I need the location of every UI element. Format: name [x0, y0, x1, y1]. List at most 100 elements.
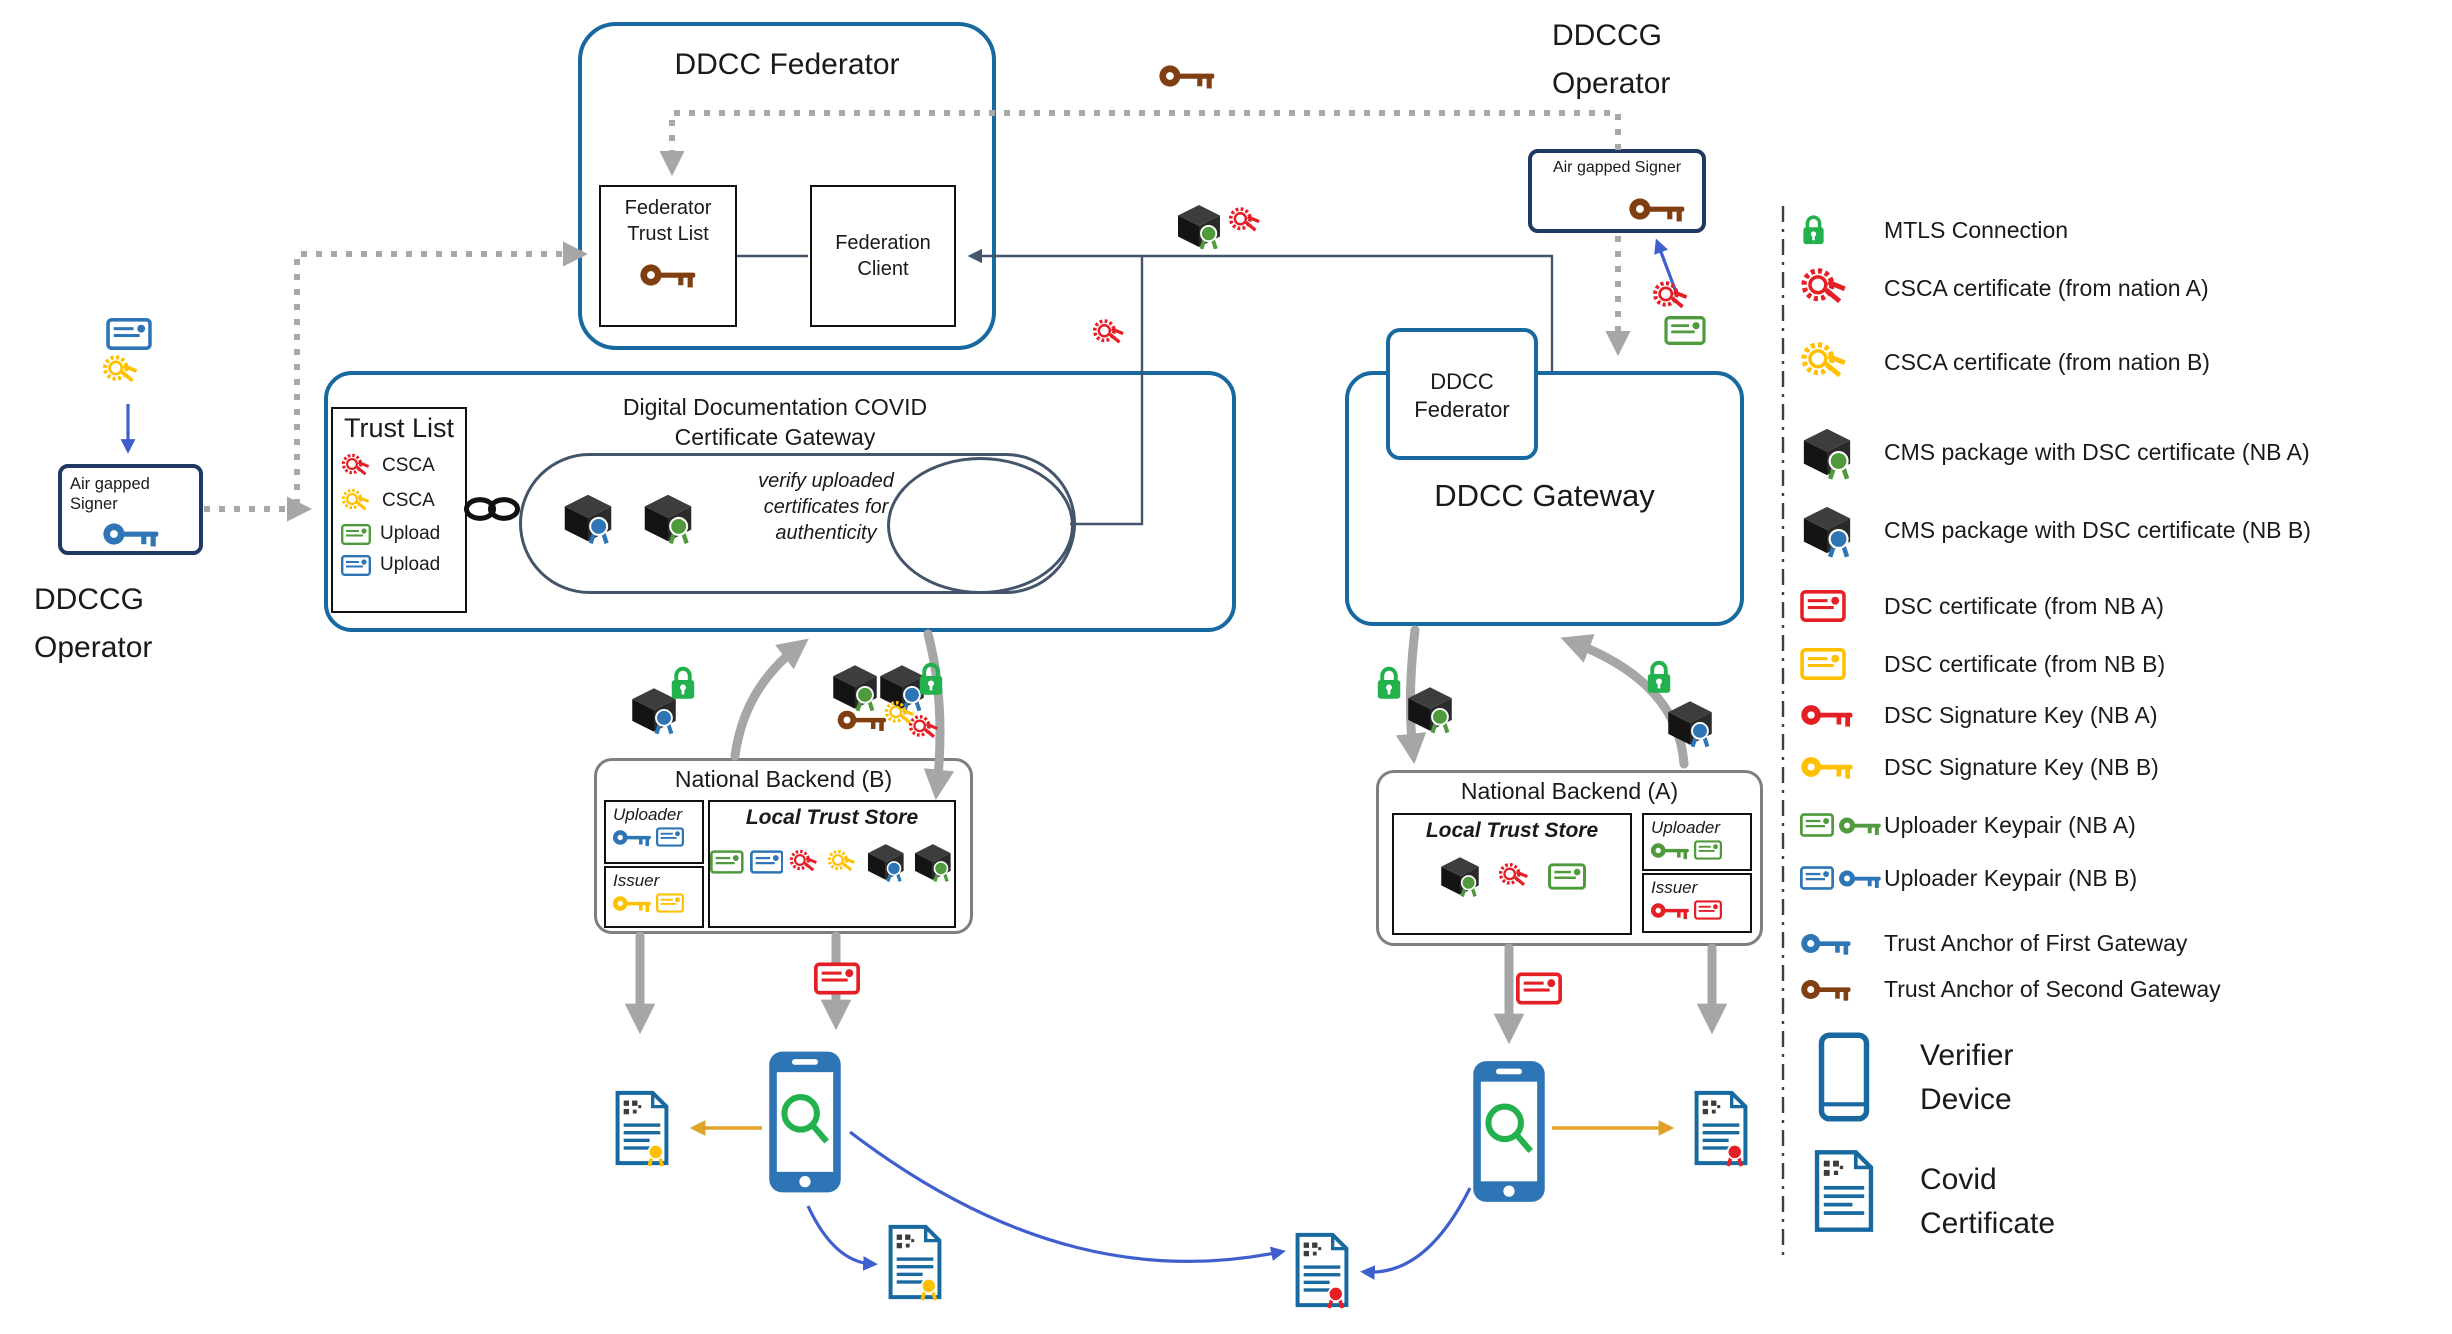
covid-certificate-icon [1812, 1148, 1876, 1234]
nba-local-trust-store-box: Local Trust Store [1392, 813, 1632, 935]
arrow-phoneb-to-docb [806, 1205, 878, 1271]
mtls-lock-icon [1800, 213, 1884, 247]
csca-certificate-b-icon [341, 488, 373, 514]
national-backend-b-title: National Backend (B) [674, 766, 893, 792]
cms-package-a-icon [1404, 680, 1456, 738]
uploader-keypair-a-icon [1800, 813, 1884, 837]
cms-package-b-icon [1800, 499, 1884, 561]
dsc-signature-key-b-icon [1800, 754, 1884, 780]
legend-item-csca-a: CSCA certificate (from nation A) [1800, 266, 2452, 310]
gateway-title: Digital Documentation COVID Certificate … [622, 394, 928, 450]
trust-anchor-second-icon [836, 708, 888, 732]
csca-certificate-b-icon [102, 354, 142, 387]
verify-note: verify uploaded certificates for authent… [758, 470, 894, 544]
nba-uploader-box: Uploader [1642, 813, 1752, 871]
operator-top-right-name: DDCCG Operator [1552, 19, 1671, 100]
csca-certificate-b-icon [1800, 341, 1884, 383]
upload-certificate-b-icon [341, 555, 371, 576]
covid-certificate-b-icon [886, 1220, 944, 1304]
csca-certificate-a-icon [1092, 318, 1128, 348]
trust-anchor-second-icon [601, 261, 735, 289]
legend-item-trust-anchor-second: Trust Anchor of Second Gateway [1800, 967, 2452, 1011]
uploader-keypair-b-icon [606, 827, 702, 847]
covid-certificate-a-icon [1692, 1086, 1750, 1170]
csca-certificate-a-icon [1228, 206, 1264, 236]
csca-certificate-a-icon [1498, 862, 1532, 890]
legend-item-uploader-keypair-b: Uploader Keypair (NB B) [1800, 856, 2452, 900]
cms-package-a-icon [640, 487, 696, 549]
upload-certificate-a-icon [710, 850, 744, 874]
trust-anchor-first-icon [102, 520, 160, 548]
legend-item-trust-anchor-first: Trust Anchor of First Gateway [1800, 921, 2452, 965]
federation-client-box: Federation Client [810, 185, 956, 327]
csca-certificate-a-icon [789, 849, 821, 875]
ddcc-gateway-title: DDCC Gateway [1434, 478, 1655, 513]
federator-trust-list-box: Federator Trust List [599, 185, 737, 327]
trust-list-row: Upload [333, 554, 465, 576]
covid-certificate-b-icon [613, 1086, 671, 1170]
air-gapped-signer-right: Air gapped Signer [1528, 149, 1706, 233]
upload-certificate-a-icon [1548, 863, 1586, 890]
ddcc-federator-small-box: DDCC Federator [1386, 328, 1538, 460]
mtls-lock-icon [1374, 664, 1404, 702]
nbb-trust-store-icons [710, 838, 954, 886]
csca-certificate-a-icon [908, 714, 942, 742]
dsc-certificate-b-icon [1800, 648, 1884, 680]
verify-circle [887, 457, 1074, 594]
uploader-certificate-b-icon [106, 318, 152, 350]
trust-list-row: Upload [333, 523, 465, 545]
legend-item-csca-b: CSCA certificate (from nation B) [1800, 340, 2452, 384]
nbb-issuer-label: Issuer [613, 871, 660, 890]
nba-uploader-label: Uploader [1651, 818, 1720, 837]
csca-certificate-a-icon [1800, 267, 1884, 309]
cms-package-a-icon [1438, 851, 1482, 898]
federation-client-label: Federation Client [835, 232, 931, 280]
national-backend-a-title: National Backend (A) [1460, 778, 1679, 804]
nbb-local-trust-store-box: Local Trust Store [708, 800, 956, 928]
cms-package-b-icon [865, 838, 907, 883]
ddcc-federator-small-label: DDCC Federator [1414, 369, 1510, 422]
trust-anchor-second-icon [1800, 977, 1884, 1002]
federator-trust-list-label: Federator Trust List [624, 197, 712, 245]
trust-list-row: CSCA [333, 488, 465, 514]
csca-certificate-a-icon [341, 453, 373, 479]
legend-item-dsc-key-b: DSC Signature Key (NB B) [1800, 745, 2452, 789]
trust-anchor-second-icon [1628, 195, 1686, 223]
ddcc-federator-title: DDCC Federator [674, 48, 900, 81]
nba-issuer-box: Issuer [1642, 873, 1752, 933]
nba-issuer-label: Issuer [1651, 878, 1698, 897]
legend-item-dsc-cert-a: DSC certificate (from NB A) [1800, 584, 2452, 628]
covid-certificate-a-icon [1293, 1228, 1351, 1312]
trust-list-row: CSCA [333, 453, 465, 479]
trust-anchor-second-icon [1158, 62, 1216, 90]
operator-left-name: DDCCG Operator [34, 583, 153, 664]
chain-link-icon [462, 494, 522, 524]
nba-trust-store-label: Local Trust Store [1425, 819, 1599, 842]
upload-certificate-a-icon [341, 524, 371, 545]
dsc-certificate-a-icon [1800, 590, 1884, 622]
legend-item-uploader-keypair-a: Uploader Keypair (NB A) [1800, 803, 2452, 847]
nbb-uploader-box: Uploader [604, 800, 704, 864]
legend-item-cms-a: CMS package with DSC certificate (NB A) [1800, 430, 2452, 481]
gateway-trust-list-box: Trust List CSCA CSCA Upload Upload [331, 407, 467, 613]
dsc-keypair-b-icon [606, 893, 702, 913]
nbb-uploader-label: Uploader [613, 805, 682, 824]
gateway-trust-list-title: Trust List [343, 413, 455, 443]
cms-package-a-icon [1800, 421, 1884, 483]
legend-item-dsc-cert-b: DSC certificate (from NB B) [1800, 642, 2452, 686]
uploader-keypair-a-icon [1644, 840, 1750, 860]
verifier-device-icon [1470, 1051, 1548, 1212]
upload-certificate-b-icon [750, 850, 784, 874]
cms-package-a-icon [1174, 198, 1224, 254]
verifier-device-icon [1818, 1032, 1870, 1122]
air-gapped-signer-left: Air gapped Signer [58, 464, 203, 555]
cms-package-b-icon [560, 487, 616, 549]
nbb-issuer-box: Issuer [604, 866, 704, 928]
dsc-keypair-a-icon [1644, 900, 1750, 920]
dsc-signature-key-a-icon [1800, 702, 1884, 728]
air-gapped-signer-right-label: Air gapped Signer [1552, 159, 1682, 176]
upload-certificate-a-icon [1664, 316, 1706, 345]
legend-item-mtls: MTLS Connection [1800, 208, 2452, 252]
dsc-certificate-a-icon [814, 962, 860, 995]
